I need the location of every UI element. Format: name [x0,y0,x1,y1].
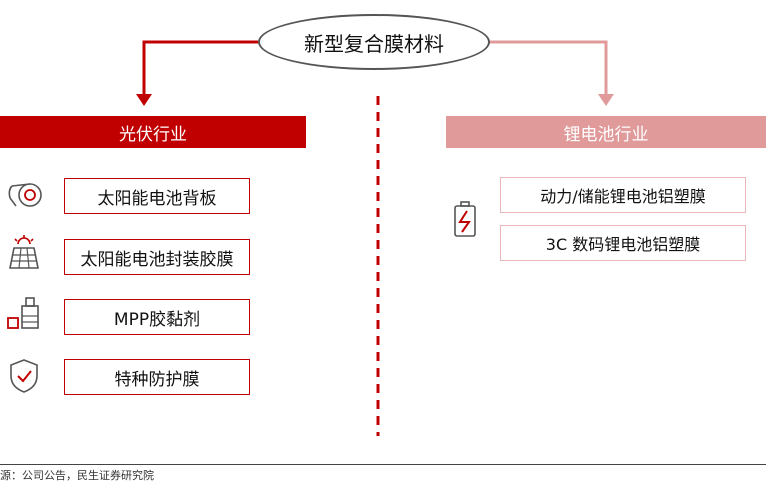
item-solar-encapsulant: 太阳能电池封装胶膜 [64,239,250,275]
solar-panel-icon [9,235,39,269]
item-protective-film: 特种防护膜 [64,359,250,395]
arrow-to-solar [142,40,258,96]
item-label: 太阳能电池背板 [97,188,217,209]
source-note: 源：公司公告，民生证券研究院 [0,469,154,482]
center-title: 新型复合膜材料 [304,31,444,56]
item-power-storage-film: 动力/储能锂电池铝塑膜 [500,177,746,213]
arrow-head-lithium [598,94,614,106]
solar-header-label: 光伏行业 [119,124,187,145]
item-label: 特种防护膜 [114,369,200,390]
battery-charge-icon [454,201,476,237]
item-solar-backsheet: 太阳能电池背板 [64,178,250,214]
solar-industry-header: 光伏行业 [0,116,306,148]
arrow-to-lithium [490,40,608,96]
glue-bottle-icon [7,297,39,329]
item-label: 3C 数码锂电池铝塑膜 [545,235,701,254]
item-label: 动力/储能锂电池铝塑膜 [540,187,706,206]
shield-check-icon [10,359,38,393]
item-mpp-adhesive: MPP胶黏剂 [64,299,250,335]
item-label: MPP胶黏剂 [113,309,201,330]
footer-rule [0,464,766,465]
item-label: 太阳能电池封装胶膜 [80,249,234,270]
tape-roll-icon [8,183,42,207]
center-node: 新型复合膜材料 [258,14,490,70]
lithium-industry-header: 锂电池行业 [446,116,766,148]
lithium-header-label: 锂电池行业 [563,124,649,145]
item-3c-digital-film: 3C 数码锂电池铝塑膜 [500,225,746,261]
arrow-head-solar [136,94,152,106]
